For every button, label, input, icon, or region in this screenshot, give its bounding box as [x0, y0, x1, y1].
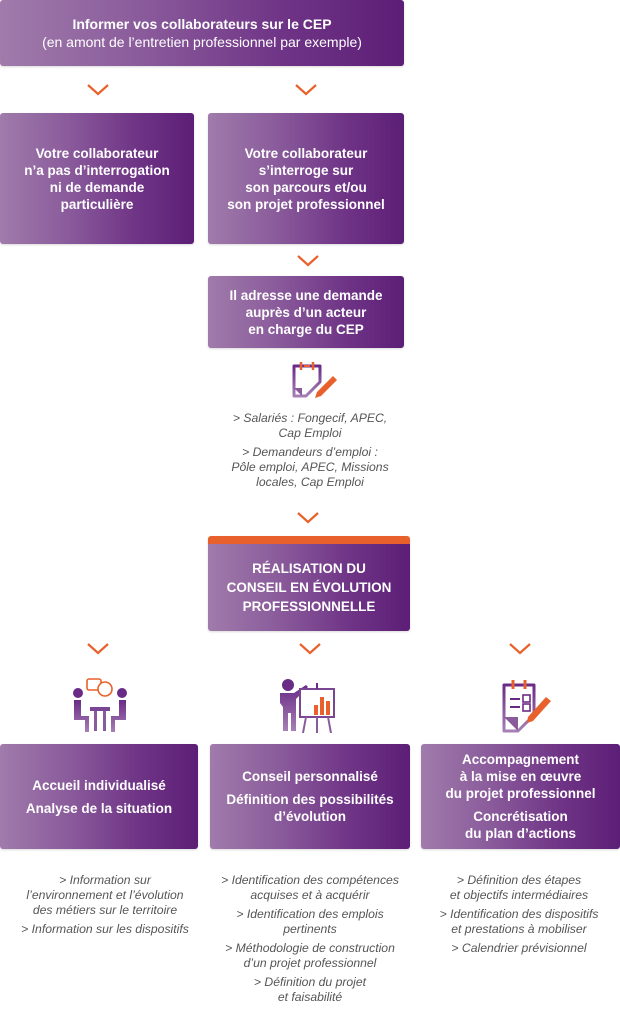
chevron-down-icon: [294, 84, 318, 96]
chevron-down-icon: [86, 643, 110, 655]
box-line: Votre collaborateur: [244, 145, 368, 161]
box-line: son parcours et/ou: [245, 179, 367, 195]
box-line: ni de demande: [49, 179, 145, 195]
note-line: et prestations à mobiliser: [451, 922, 587, 936]
box-line: Conseil personnalisé: [242, 769, 378, 784]
note-jobseekers: > Demandeurs d’emploi : Pôle emploi, APE…: [210, 445, 410, 490]
note-line: > Définition du projet: [253, 975, 367, 989]
note-line: des métiers sur le territoire: [32, 903, 178, 917]
note-line: > Identification des compétences: [221, 873, 399, 887]
chevron-down-icon: [508, 643, 532, 655]
note-line: > Demandeurs d’emploi :: [242, 445, 378, 459]
box-line: Analyse de la situation: [25, 800, 173, 816]
phase-box-advice: Conseil personnalisé Définition des poss…: [210, 744, 410, 849]
request-box: Il adresse une demande auprès d’un acteu…: [208, 276, 404, 348]
note-item: > Identification des dispositifs et pres…: [418, 907, 620, 937]
chevron-down-icon: [296, 255, 320, 267]
chevron-down-icon: [298, 643, 322, 655]
box-line: Votre collaborateur: [35, 145, 159, 161]
note-line: > Identification des dispositifs: [439, 907, 599, 921]
phase-group: Accompagnement à la mise en œuvre du pro…: [445, 751, 595, 802]
note-item: > Définition des étapes et objectifs int…: [418, 873, 620, 903]
inform-title: Informer vos collaborateurs sur le CEP: [72, 16, 332, 32]
phase-group: Analyse de la situation: [26, 800, 172, 817]
box-line: Accueil individualisé: [32, 777, 166, 793]
note-line: locales, Cap Emploi: [256, 475, 364, 489]
meeting-icon: [73, 678, 127, 732]
note-item: > Identification des compétences acquise…: [205, 873, 415, 903]
note-line: > Information sur les dispositifs: [21, 922, 189, 936]
phase-box-support: Accompagnement à la mise en œuvre du pro…: [421, 744, 620, 849]
note-line: > Identification des emplois: [236, 907, 384, 921]
box-line: s’interroge sur: [258, 162, 354, 178]
note-item: > Information sur les dispositifs: [0, 922, 210, 937]
no-request-box: Votre collaborateur n’a pas d’interrogat…: [0, 113, 194, 244]
box-line: PROFESSIONNELLE: [242, 599, 376, 614]
box-line: à la mise en œuvre: [459, 769, 582, 784]
box-line: auprès d’un acteur: [245, 304, 367, 320]
box-line: CONSEIL EN ÉVOLUTION: [226, 580, 392, 595]
note-item: > Définition du projet et faisabilité: [205, 975, 415, 1005]
note-line: > Information sur: [59, 873, 151, 887]
note-line: et objectifs intermédiaires: [449, 888, 589, 902]
box-line: en charge du CEP: [248, 321, 364, 337]
note-line: > Méthodologie de construction: [225, 941, 395, 955]
note-line: d’un projet professionnel: [243, 956, 377, 970]
note-item: > Calendrier prévisionnel: [418, 941, 620, 956]
realisation-cep-box: RÉALISATION DU CONSEIL EN ÉVOLUTION PROF…: [208, 536, 410, 631]
phase-notes-welcome: > Information sur l’environnement et l’é…: [0, 873, 210, 941]
note-item: > Identification des emplois pertinents: [205, 907, 415, 937]
phase-group: Définition des possibilités d’évolution: [226, 791, 393, 825]
phase-group: Conseil personnalisé: [242, 768, 378, 785]
note-line: > Définition des étapes: [456, 873, 582, 887]
questioning-box: Votre collaborateur s’interroge sur son …: [208, 113, 404, 244]
box-line: d’évolution: [274, 809, 346, 824]
phase-box-welcome: Accueil individualisé Analyse de la situ…: [0, 744, 198, 849]
phase-notes-advice: > Identification des compétences acquise…: [205, 873, 415, 1009]
checklist-pencil-icon: [502, 680, 551, 733]
note-line: pertinents: [283, 922, 337, 936]
note-line: > Salariés : Fongecif, APEC,: [232, 411, 388, 425]
box-line: RÉALISATION DU: [252, 561, 366, 576]
inform-collaborators-box: Informer vos collaborateurs sur le CEP (…: [0, 0, 404, 66]
chevron-down-icon: [86, 84, 110, 96]
box-line: Accompagnement: [461, 752, 579, 767]
inform-subtitle: (en amont de l’entretien professionnel p…: [42, 34, 362, 50]
phase-notes-support: > Définition des étapes et objectifs int…: [418, 873, 620, 960]
box-line: Il adresse une demande: [229, 287, 383, 303]
phase-group: Concrétisation du plan d’actions: [465, 808, 576, 842]
box-line: n’a pas d’interrogation: [24, 162, 170, 178]
box-line: du projet professionnel: [445, 786, 596, 801]
box-line: particulière: [60, 196, 134, 212]
note-item: > Information sur l’environnement et l’é…: [0, 873, 210, 918]
note-line: l’environnement et l’évolution: [26, 888, 184, 902]
chevron-down-icon: [296, 512, 320, 524]
box-line: son projet professionnel: [227, 196, 385, 212]
box-line: du plan d’actions: [464, 826, 576, 841]
note-employees: > Salariés : Fongecif, APEC, Cap Emploi: [210, 411, 410, 441]
box-line: Concrétisation: [473, 809, 568, 824]
notepad-pencil-icon: [292, 362, 337, 398]
presentation-icon: [280, 679, 335, 733]
note-line: Pôle emploi, APEC, Missions: [231, 460, 389, 474]
phase-group: Accueil individualisé: [32, 777, 166, 794]
actors-notes: > Salariés : Fongecif, APEC, Cap Emploi …: [210, 411, 410, 494]
note-line: et faisabilité: [277, 990, 343, 1004]
note-line: > Calendrier prévisionnel: [451, 941, 587, 955]
note-line: Cap Emploi: [278, 426, 342, 440]
note-item: > Méthodologie de construction d’un proj…: [205, 941, 415, 971]
note-line: acquises et à acquérir: [250, 888, 370, 902]
box-line: Définition des possibilités: [226, 792, 394, 807]
